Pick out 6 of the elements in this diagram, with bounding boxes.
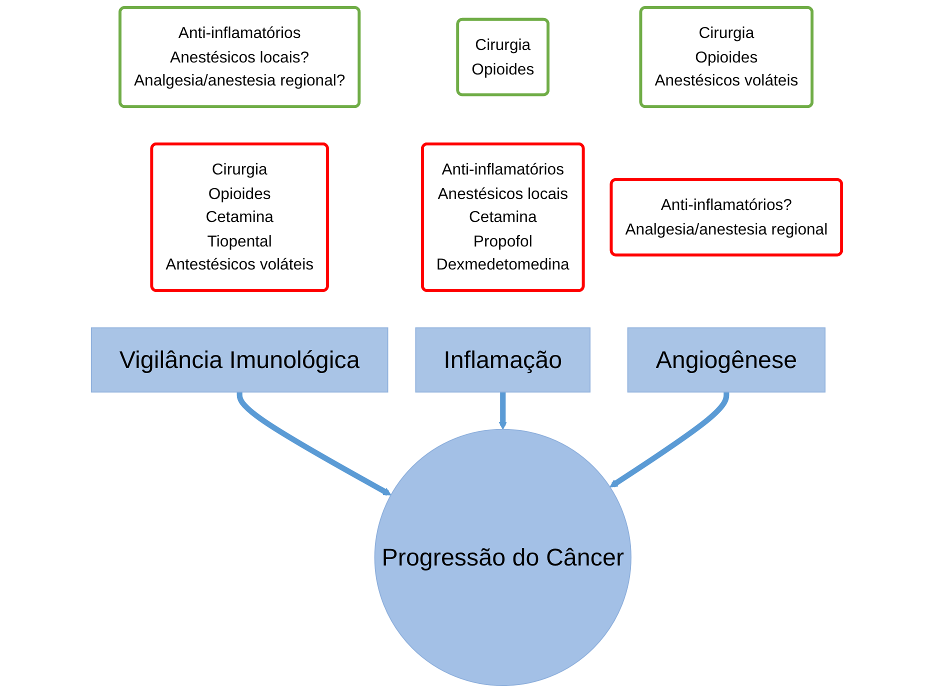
node-box: Inflamação: [415, 327, 590, 393]
node-box: Angiogênese: [627, 327, 826, 393]
node-circle: Progressão do Câncer: [374, 428, 632, 686]
node-box: Vigilância Imunológica: [90, 327, 388, 393]
arrow: [498, 392, 507, 430]
arrow: [610, 392, 730, 488]
